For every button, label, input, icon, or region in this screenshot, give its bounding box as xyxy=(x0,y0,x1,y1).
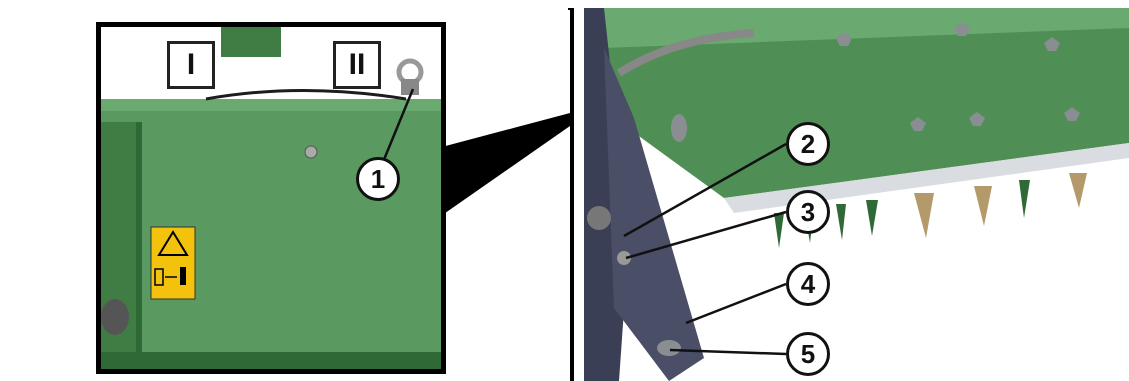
callout-2: 2 xyxy=(786,122,830,166)
machine-cover-illustration xyxy=(101,27,441,369)
callout-5: 5 xyxy=(786,332,830,376)
warning-sticker xyxy=(151,227,195,299)
callout-4: 4 xyxy=(786,262,830,306)
machine-side-illustration xyxy=(574,8,1129,381)
position-marker-ii: II xyxy=(333,41,381,89)
position-marker-i: I xyxy=(167,41,215,89)
callout-3: 3 xyxy=(786,190,830,234)
callout-1: 1 xyxy=(356,157,400,201)
inset-photo: I II 1 xyxy=(96,22,446,374)
right-panel: 2 3 4 5 xyxy=(574,8,1129,381)
